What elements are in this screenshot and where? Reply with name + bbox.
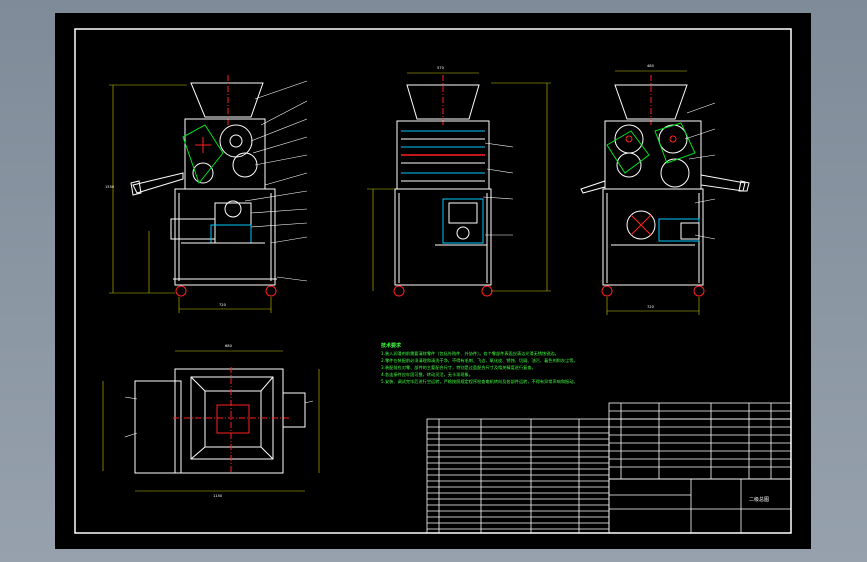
dim-front-height: 1550 [105, 185, 115, 189]
dim-front-width: 720 [219, 303, 226, 307]
notes-block: 技术要求 1.装入润滑剂前需要清除零件（包括外购件、外协件）。各个零部件表面应清… [381, 343, 631, 385]
front-view [109, 75, 308, 313]
notes-heading: 技术要求 [381, 343, 402, 349]
drawing-sheet: 技术要求 1.装入润滑剂前需要清除零件（包括外购件、外协件）。各个零部件表面应清… [55, 13, 811, 549]
bom-table [426, 402, 792, 534]
dim-plan-bottom: 1150 [213, 494, 223, 498]
title-block-name: 二级总图 [749, 497, 770, 503]
note-3: 3.装配前应对零、部件的主要配合尺寸，特别是过盈配合尺寸及相关精度进行复查。 [381, 365, 536, 370]
dim-rear-width: 720 [647, 305, 654, 309]
side-view [367, 72, 551, 297]
dim-rear-top: 480 [647, 64, 654, 68]
note-1: 1.装入润滑剂前需要清除零件（包括外购件、外协件）。各个零部件表面应清洁光滑无锈… [381, 351, 559, 356]
note-4: 4.各连接件应牢固可靠，转动灵活，无卡滞现象。 [381, 372, 473, 377]
drawing-canvas [74, 28, 792, 534]
note-2: 2.零件在装配前必须清理和清洗干净，不得有毛刺、飞边、氧化皮、锈蚀、切屑、油污、… [381, 358, 578, 363]
dim-plan-top: 680 [225, 344, 232, 348]
plan-view [102, 350, 320, 492]
rear-view [580, 70, 750, 315]
dim-side-top: 570 [437, 66, 444, 70]
note-5: 5.安装、调试完毕后进行空运转，严格按照规定程序检查电机转向及各部件运转，不得有… [381, 379, 578, 384]
